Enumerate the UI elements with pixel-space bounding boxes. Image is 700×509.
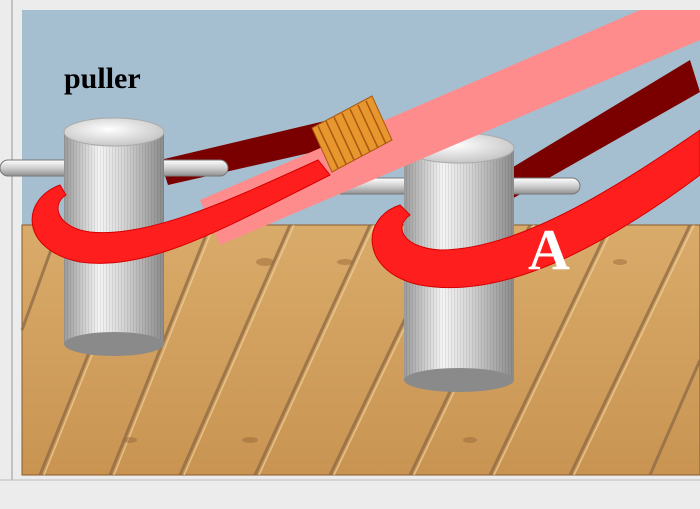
puller-label: puller <box>64 62 141 96</box>
rope-a-label: A <box>528 216 570 283</box>
